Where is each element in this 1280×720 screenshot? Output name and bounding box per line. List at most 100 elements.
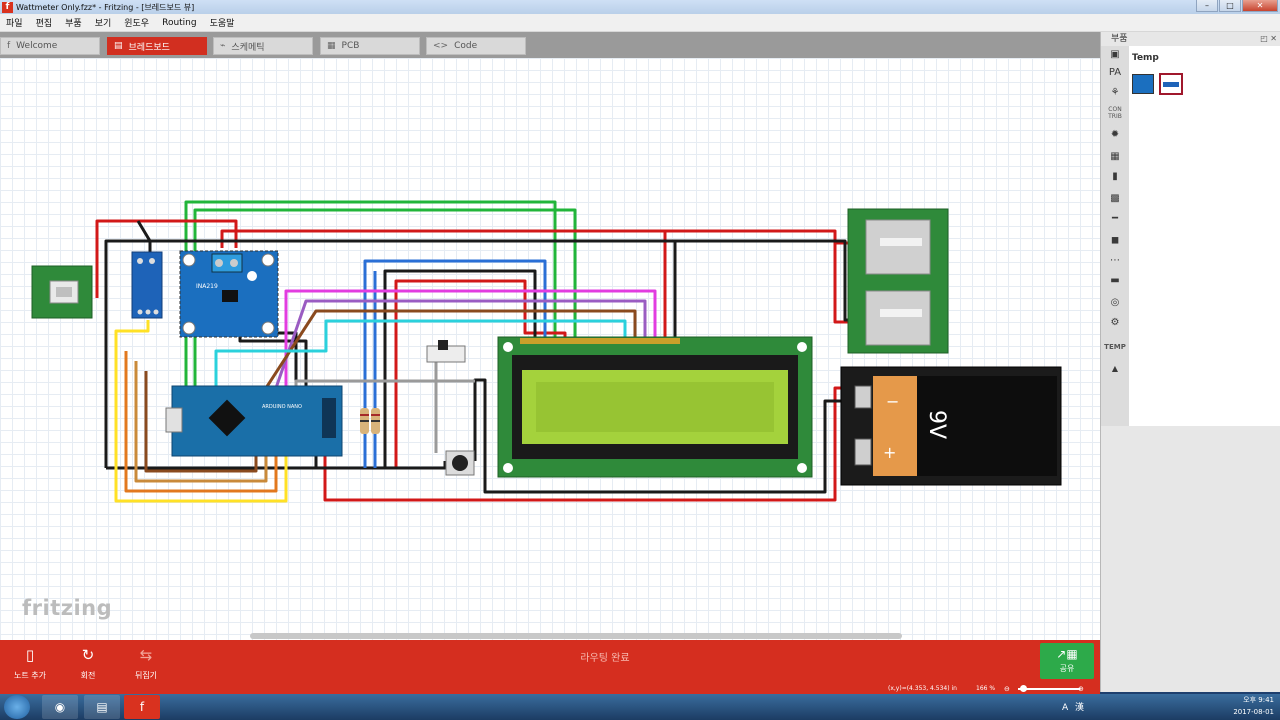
contrib-bin-label[interactable]: CON TRIB: [1108, 106, 1122, 120]
minimize-button[interactable]: –: [1196, 0, 1218, 12]
tab-label: Welcome: [16, 41, 58, 51]
rotate-icon: ↻: [81, 646, 95, 664]
resistor-pair[interactable]: [360, 408, 380, 434]
flip-button[interactable]: ⇆ 뒤집기: [116, 646, 176, 681]
menu-view[interactable]: 보기: [94, 19, 112, 29]
sensor-bin-icon[interactable]: ▮: [1112, 171, 1118, 182]
micro-usb-board[interactable]: [31, 265, 93, 319]
start-button[interactable]: [4, 695, 30, 719]
menu-routing[interactable]: Routing: [162, 17, 197, 28]
menu-part[interactable]: 부품: [65, 19, 82, 29]
zoom-in-icon[interactable]: ⊕: [1078, 685, 1084, 693]
parts-panel-title: 부품: [1111, 34, 1128, 44]
core-bin-icon[interactable]: ▣: [1110, 49, 1120, 60]
wire-orange[interactable]: [124, 351, 278, 493]
resistor-bin-icon[interactable]: ━: [1111, 213, 1119, 224]
wire-red-3[interactable]: [833, 243, 848, 324]
zoom-slider-track[interactable]: [1018, 688, 1080, 690]
wire-red-1[interactable]: [95, 219, 238, 298]
tab-code[interactable]: <> Code: [426, 37, 526, 55]
share-label: 공유: [1059, 664, 1075, 673]
battery-9v[interactable]: − + 9V: [840, 366, 1062, 486]
clock-time: 오후 9:41: [1243, 696, 1274, 704]
slide-switch[interactable]: [426, 340, 466, 363]
wire-black-1[interactable]: [104, 239, 677, 468]
circuit-drawing: INA219 ARDUINO NANO: [31, 200, 1062, 503]
menu-file[interactable]: 파일: [6, 19, 23, 29]
tab-schematic[interactable]: ⌁ 스케메틱: [213, 37, 313, 55]
temp-bin-title: Temp: [1132, 53, 1159, 63]
menu-edit[interactable]: 편집: [35, 19, 53, 29]
gear-bin-icon[interactable]: ✹: [1110, 129, 1120, 140]
usb-port-board[interactable]: [847, 208, 949, 354]
clock[interactable]: 오후 9:41 2017-08-01: [1233, 694, 1274, 718]
scroll-up-icon[interactable]: ▲: [1111, 364, 1119, 373]
wire-magenta[interactable]: [284, 289, 657, 388]
wire-brown-2[interactable]: [144, 371, 258, 473]
display-bin-icon[interactable]: ◼: [1110, 235, 1120, 246]
current-sensor-ina219[interactable]: INA219: [179, 250, 279, 338]
voltage-sensor-part-thumb[interactable]: [1159, 73, 1183, 95]
wire-black-3[interactable]: [106, 461, 447, 470]
wire-black-2[interactable]: [675, 239, 848, 322]
breadboard-canvas[interactable]: INA219 ARDUINO NANO: [0, 58, 1100, 640]
tab-breadboard[interactable]: ▤ 브레드보드: [107, 37, 207, 55]
rotate-label: 회전: [80, 671, 96, 680]
ina219-part-thumb[interactable]: [1132, 74, 1154, 94]
bottom-toolbar: ▯ 노트 추가 ↻ 회전 ⇆ 뒤집기 라우팅 완료 ↗▦ 공유: [0, 640, 1100, 684]
rotate-button[interactable]: ↻ 회전: [58, 646, 118, 681]
wire-red-6[interactable]: [323, 386, 848, 502]
board-bin-icon[interactable]: ▩: [1110, 193, 1120, 204]
sensor-chip-label: INA219: [196, 283, 218, 290]
horizontal-scrollbar[interactable]: [250, 633, 902, 639]
bin-tabs: ▣ PA ⚘ CON TRIB ✹ ▦ ▮ ▩ ━ ◼ ⋯ ▬ ◎ ⚙ TEMP…: [1101, 46, 1129, 426]
menu-window[interactable]: 윈도우: [124, 19, 150, 29]
fritzing-icon: f: [7, 41, 11, 51]
close-button[interactable]: ✕: [1242, 0, 1278, 12]
wire-red-2[interactable]: [220, 229, 848, 248]
chip-bin-icon[interactable]: ▦: [1110, 151, 1120, 162]
fritzing-taskbar-icon[interactable]: f: [124, 695, 160, 719]
robot-bin-icon[interactable]: ⚙: [1110, 317, 1120, 328]
arduino-board-label: ARDUINO NANO: [262, 404, 302, 410]
breadboard-icon: ▤: [114, 41, 123, 51]
explorer-taskbar-icon[interactable]: ▤: [84, 695, 120, 719]
zoom-slider-handle[interactable]: [1020, 685, 1027, 692]
more-bin-icon[interactable]: ⋯: [1110, 255, 1120, 266]
share-button[interactable]: ↗▦ 공유: [1040, 643, 1094, 679]
clock-date: 2017-08-01: [1233, 708, 1274, 716]
battery-voltage-label: 9V: [924, 410, 949, 439]
zoom-out-icon[interactable]: ⊖: [1004, 685, 1010, 693]
windows-taskbar: ◉ ▤ f A 漢 오후 9:41 2017-08-01: [0, 694, 1280, 720]
antenna-bin-icon[interactable]: ◎: [1110, 297, 1120, 308]
temp-bin-content: Temp: [1129, 46, 1280, 426]
maximize-button[interactable]: □: [1219, 0, 1241, 12]
cursor-coordinates: (x,y)=(4.353, 4.534) in: [888, 685, 957, 692]
wire-yellow[interactable]: [114, 320, 288, 503]
wire-purple[interactable]: [274, 299, 647, 389]
push-button[interactable]: [445, 450, 475, 476]
wire-black-5[interactable]: [383, 269, 537, 468]
add-note-button[interactable]: ▯ 노트 추가: [0, 646, 60, 681]
tab-welcome[interactable]: f Welcome: [0, 37, 100, 55]
component-bin-icon[interactable]: ▬: [1110, 275, 1120, 286]
arduino-nano[interactable]: ARDUINO NANO: [165, 385, 343, 457]
panel-dock-close-icons[interactable]: ◰ ✕: [1260, 34, 1277, 43]
temp-bin-label[interactable]: TEMP: [1104, 343, 1126, 351]
view-tab-bar: f Welcome ▤ 브레드보드 ⌁ 스케메틱 ▦ PCB <> Code: [0, 32, 1100, 58]
wire-cyan[interactable]: [214, 319, 627, 388]
voltage-sensor-module[interactable]: [131, 251, 163, 319]
tab-pcb[interactable]: ▦ PCB: [320, 37, 420, 55]
add-note-label: 노트 추가: [14, 671, 46, 680]
ime-indicator[interactable]: A 漢: [1062, 703, 1087, 713]
fritzing-app-icon: f: [2, 1, 13, 13]
search-bin-icon[interactable]: ⚘: [1110, 87, 1120, 98]
lcd-16x2-display[interactable]: [497, 336, 813, 478]
title-bar: f Wattmeter Only.fzz* - Fritzing - [브레드보…: [0, 0, 1280, 14]
menu-help[interactable]: 도움말: [209, 19, 235, 29]
chrome-taskbar-icon[interactable]: ◉: [42, 695, 78, 719]
wire-tan[interactable]: [134, 361, 268, 483]
system-tray-icons[interactable]: A 漢: [1062, 700, 1086, 713]
mine-bin-icon[interactable]: PA: [1108, 67, 1122, 78]
